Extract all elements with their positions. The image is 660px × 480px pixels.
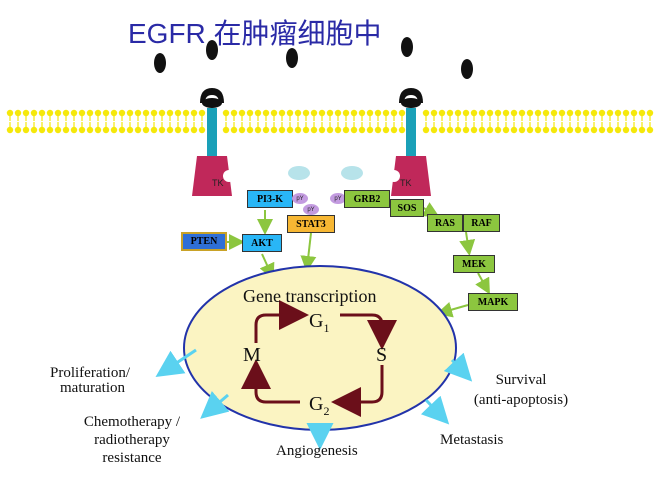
receptor-right bbox=[388, 88, 431, 196]
akt-box: AKT bbox=[242, 234, 282, 252]
pten-box: PTEN bbox=[181, 232, 227, 251]
outcome-angiogenesis: Angiogenesis bbox=[276, 443, 358, 459]
gene-transcription-label: Gene transcription bbox=[243, 286, 377, 306]
ligand-4 bbox=[401, 37, 413, 57]
pi3k-box: PI3-K bbox=[247, 190, 293, 208]
cycle-arrow-g1-s bbox=[340, 313, 397, 350]
cycle-arrow-g2-m bbox=[241, 359, 300, 404]
ligand-1 bbox=[154, 53, 166, 73]
tk-label-right: TK bbox=[400, 178, 412, 188]
phospho-tyrosine-2: pY bbox=[303, 204, 319, 215]
ligand-3 bbox=[286, 48, 298, 68]
mapk-box: MAPK bbox=[468, 293, 518, 311]
outcome-metastasis: Metastasis bbox=[440, 432, 504, 448]
phospho-tyrosine-3: pY bbox=[330, 193, 346, 204]
phospho-tyrosine-1: pY bbox=[292, 193, 308, 204]
arrow-mapk-nucleus bbox=[436, 302, 469, 318]
sos-box: SOS bbox=[390, 199, 424, 217]
arrow-raf-mek bbox=[459, 231, 476, 256]
diagram-title: EGFR 在肿瘤细胞中 bbox=[128, 18, 382, 49]
ras-box: RAS bbox=[427, 214, 463, 232]
grb2-box: GRB2 bbox=[344, 190, 390, 208]
ligand-2 bbox=[206, 40, 218, 60]
cycle-arrow-m-g1 bbox=[254, 300, 309, 343]
phase-g2: G2 bbox=[309, 393, 330, 418]
arrow-stat3-nucleus bbox=[300, 232, 317, 272]
arrow-mek-mapk bbox=[475, 272, 490, 295]
ligand-5 bbox=[461, 59, 473, 79]
outcome-arrow-chemo bbox=[200, 391, 230, 419]
phase-s: S bbox=[376, 344, 388, 366]
outcome-arrow-survival bbox=[443, 352, 473, 382]
outcome-arrow-proliferation bbox=[155, 348, 197, 377]
phase-g1: G1 bbox=[309, 310, 330, 335]
tk-label-left: TK bbox=[212, 178, 224, 188]
stat3-box: STAT3 bbox=[287, 215, 335, 233]
outcome-survival: Survival (anti-apoptosis) bbox=[473, 372, 569, 408]
outcome-arrow-metastasis bbox=[420, 395, 450, 425]
adapter-blob-2 bbox=[341, 166, 363, 180]
adapter-blob-1 bbox=[288, 166, 310, 180]
cell-membrane bbox=[6, 109, 654, 134]
outcome-proliferation: Proliferation/ maturation bbox=[50, 365, 130, 396]
mek-box: MEK bbox=[453, 255, 495, 273]
outcome-chemo-resistance: Chemotherapy / radiotherapy resistance bbox=[83, 414, 181, 466]
receptor-left bbox=[192, 88, 235, 196]
phase-m: M bbox=[243, 344, 261, 366]
cycle-arrow-s-g2 bbox=[331, 365, 384, 417]
raf-box: RAF bbox=[463, 214, 500, 232]
